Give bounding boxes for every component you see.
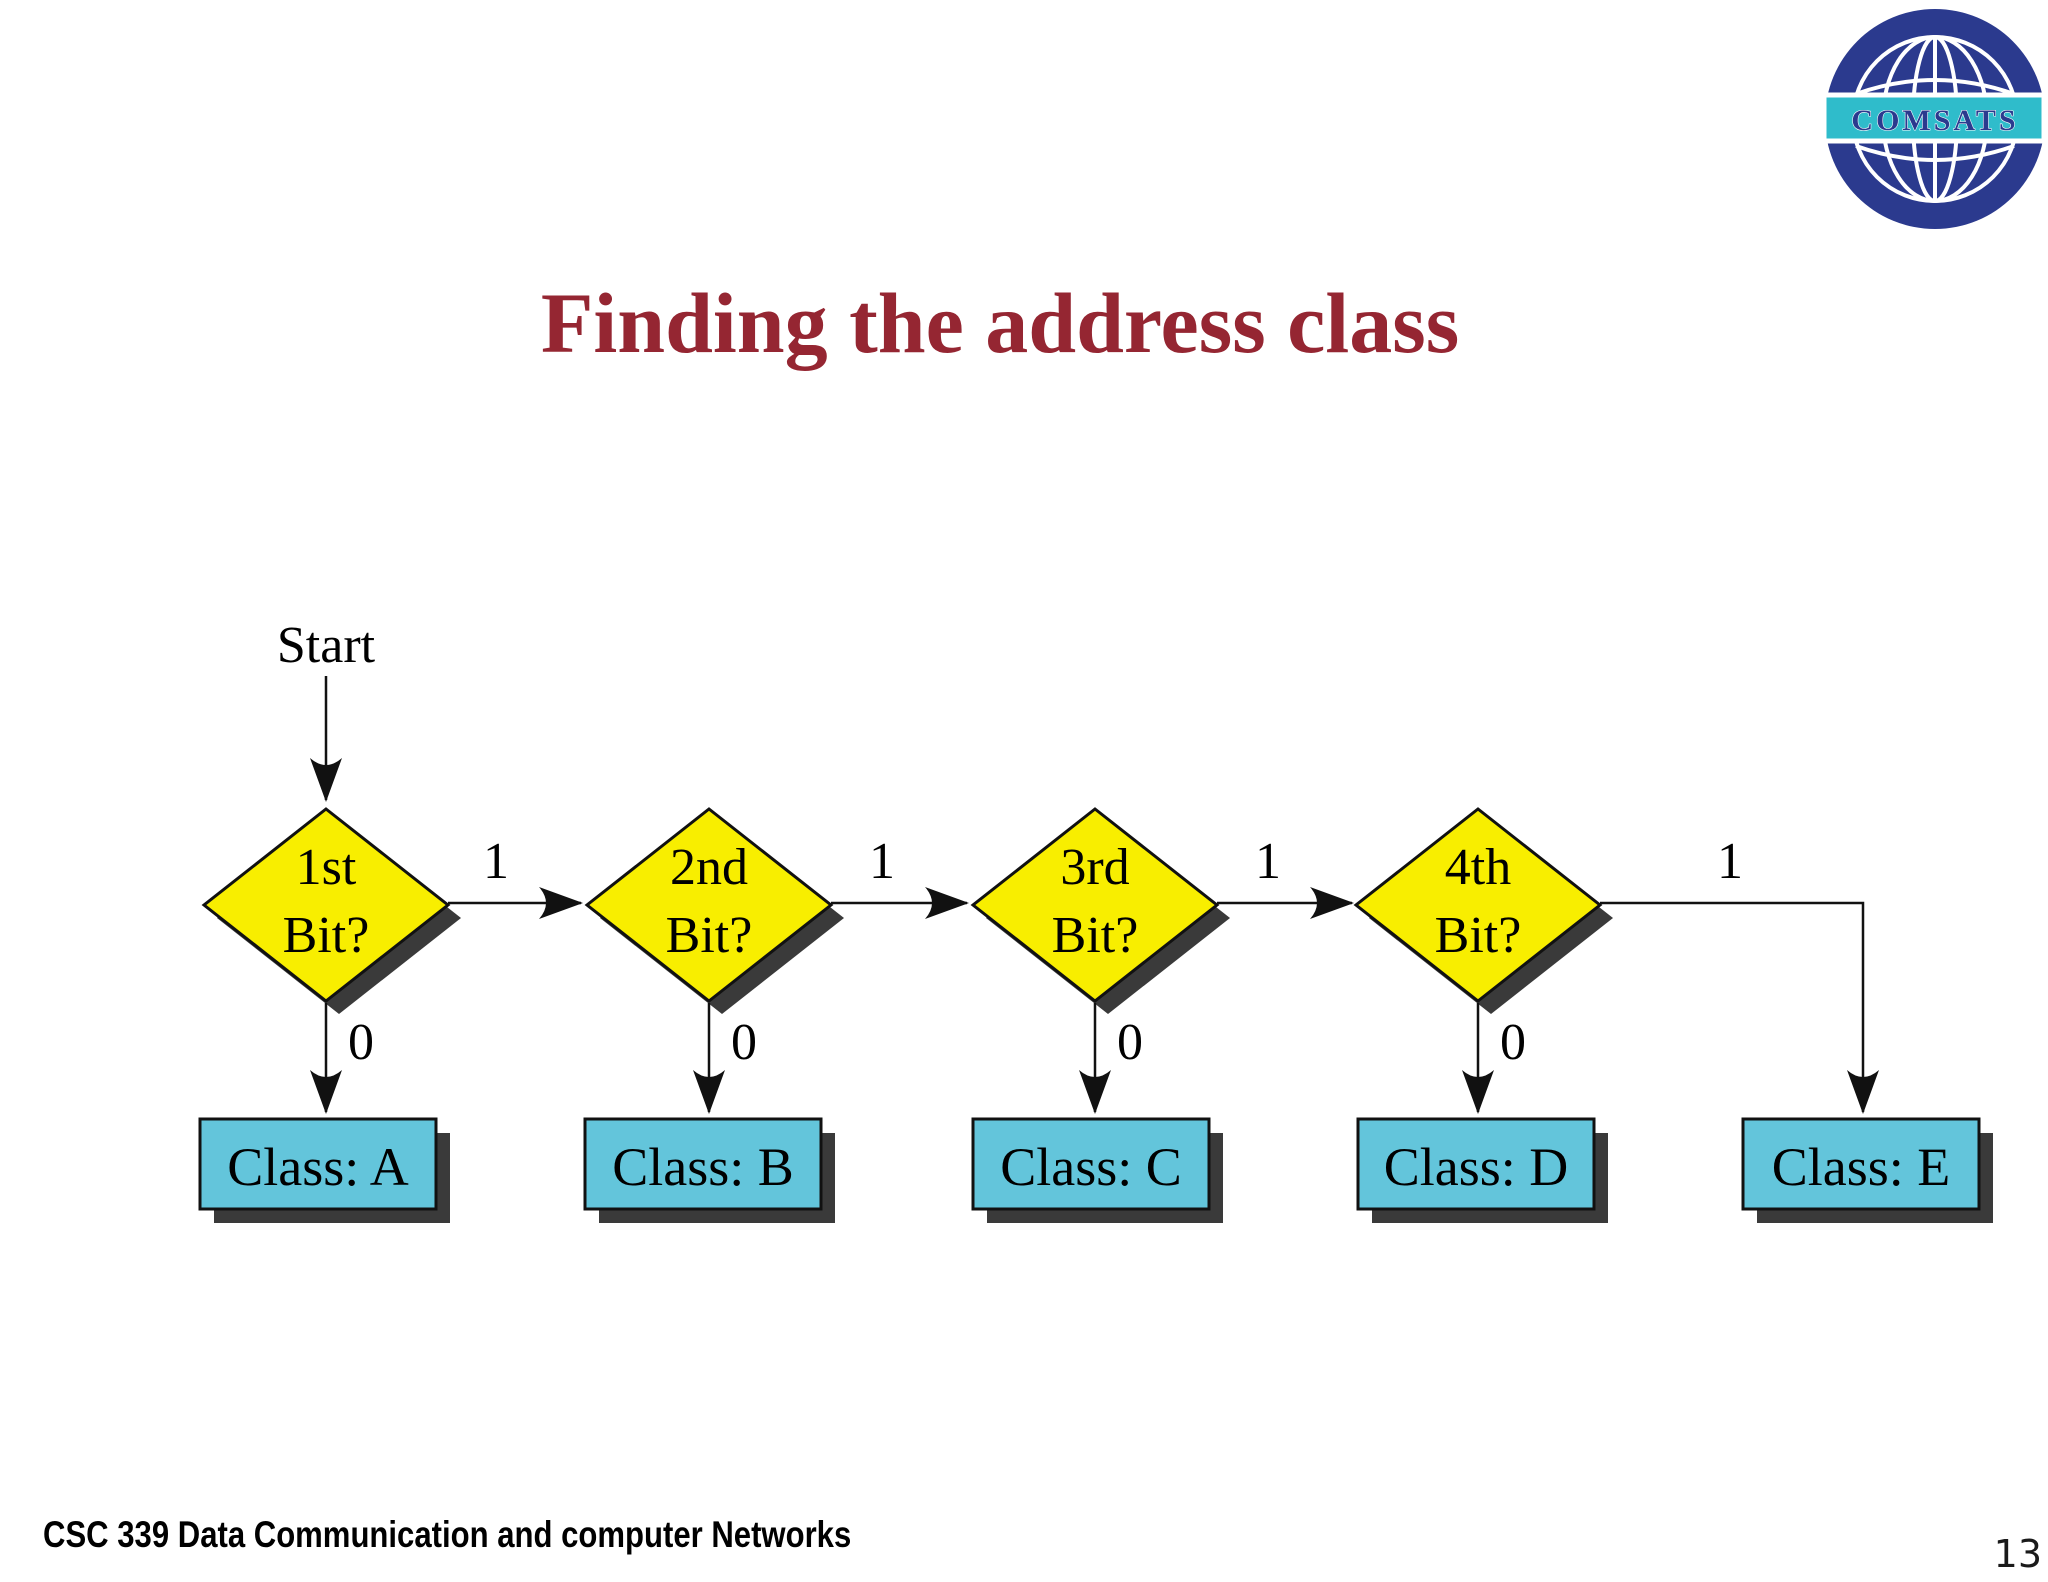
page-title: Finding the address class xyxy=(540,275,1460,371)
box-shape xyxy=(198,1117,438,1211)
terminal-label: Class: A xyxy=(227,1137,409,1197)
decision-text-line2: Bit? xyxy=(666,907,753,964)
decision-text-line1: 3rd xyxy=(1060,839,1129,896)
terminal-label: Class: D xyxy=(1384,1137,1569,1197)
box-shape xyxy=(583,1117,823,1211)
decision-text-line1: 2nd xyxy=(670,839,748,896)
decision-text-line1: 1st xyxy=(296,839,357,896)
terminal-node-class-b: Class: B xyxy=(583,1117,835,1223)
box-shape xyxy=(1741,1117,1981,1211)
terminal-node-class-a: Class: A xyxy=(198,1117,450,1223)
decision-node-bit1: 1st Bit? 0 xyxy=(201,807,461,1114)
decision-text-line1: 4th xyxy=(1445,839,1511,896)
decision-node-bit3: 3rd Bit? 0 xyxy=(970,807,1230,1114)
page-number: 13 xyxy=(1993,1532,2042,1576)
comsats-logo: COMSATS xyxy=(1822,9,2046,229)
box-shape xyxy=(1356,1117,1596,1211)
logo-banner xyxy=(1822,92,2046,144)
terminal-node-class-e: Class: E xyxy=(1741,1117,1993,1223)
logo-banner-text: COMSATS xyxy=(1851,104,2018,137)
decision-node-bit4: 4th Bit? 0 xyxy=(1353,807,1613,1114)
diamond-shape xyxy=(970,807,1220,1003)
terminal-label: Class: C xyxy=(1000,1137,1182,1197)
decision-text-line2: Bit? xyxy=(1052,907,1139,964)
decision-text-line2: Bit? xyxy=(1435,907,1522,964)
footer-course-title: CSC 339 Data Communication and computer … xyxy=(43,1514,852,1555)
terminal-node-class-d: Class: D xyxy=(1356,1117,1608,1223)
branch-label-zero: 0 xyxy=(1117,1014,1143,1071)
decision-node-bit2: 2nd Bit? 0 xyxy=(584,807,844,1114)
terminal-node-class-c: Class: C xyxy=(971,1117,1223,1223)
branch-label-one: 1 xyxy=(1255,833,1281,890)
branch-label-zero: 0 xyxy=(348,1014,374,1071)
branch-label-one: 1 xyxy=(1717,833,1743,890)
branch-label-one: 1 xyxy=(483,833,509,890)
box-shape xyxy=(971,1117,1211,1211)
start-label: Start xyxy=(277,617,376,674)
terminal-label: Class: B xyxy=(612,1137,794,1197)
branch-label-one: 1 xyxy=(869,833,895,890)
connector-bit4-to-class-e xyxy=(1600,901,1879,1114)
diamond-shape xyxy=(584,807,834,1003)
decision-text-line2: Bit? xyxy=(283,907,370,964)
branch-label-zero: 0 xyxy=(1500,1014,1526,1071)
diamond-shape xyxy=(201,807,451,1003)
branch-label-zero: 0 xyxy=(731,1014,757,1071)
terminal-label: Class: E xyxy=(1772,1137,1951,1197)
diamond-shape xyxy=(1353,807,1603,1003)
